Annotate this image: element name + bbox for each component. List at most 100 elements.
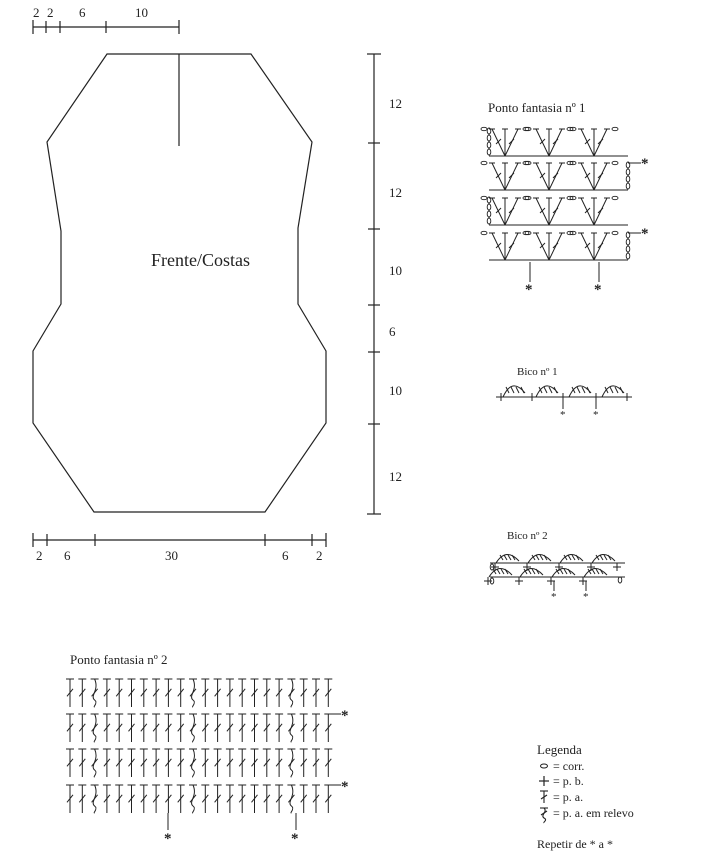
stitch-pattern-1-title: Ponto fantasia nº 1 xyxy=(488,100,586,115)
dc-symbol xyxy=(312,713,320,742)
sc-symbol xyxy=(592,393,600,401)
dc-symbol xyxy=(102,784,111,813)
dc-symbol xyxy=(152,678,161,707)
chain-symbol xyxy=(566,195,574,201)
height-scale-label: 6 xyxy=(389,324,396,339)
dc-symbol xyxy=(201,784,210,813)
sc-symbol xyxy=(484,577,492,585)
dc-symbol xyxy=(238,678,247,707)
v-stitch-group xyxy=(533,162,565,191)
dc-symbol xyxy=(176,784,185,813)
bottom-scale-label: 2 xyxy=(316,548,323,563)
dc-symbol xyxy=(225,678,234,707)
chain-symbol xyxy=(480,126,488,132)
chain-symbol xyxy=(617,576,623,584)
dc-symbol xyxy=(250,784,259,813)
repeat-marker: * xyxy=(291,831,299,847)
repeat-marker: * xyxy=(594,282,602,298)
dc-symbol xyxy=(312,678,320,707)
v-stitch-group xyxy=(489,162,521,191)
dc-symbol xyxy=(102,748,111,777)
dc-symbol xyxy=(262,784,271,813)
dc-icon xyxy=(540,790,548,803)
dc-symbol xyxy=(115,784,124,813)
dc-symbol xyxy=(238,748,247,777)
chain-symbol xyxy=(486,203,492,211)
top-scale-label: 2 xyxy=(33,5,40,20)
bottom-scale-label: 2 xyxy=(36,548,43,563)
dc-relief-symbol xyxy=(287,713,296,743)
dc-symbol xyxy=(176,748,185,777)
chain-symbol xyxy=(524,230,532,236)
chain-symbol xyxy=(566,160,574,166)
repeat-marker: * xyxy=(525,282,533,298)
height-scale xyxy=(367,53,381,515)
chain-symbol xyxy=(625,168,631,176)
stitch-chart-1: **** xyxy=(480,126,649,298)
chain-symbol xyxy=(480,195,488,201)
top-scale-label: 6 xyxy=(79,5,86,20)
chain-symbol xyxy=(486,141,492,149)
chain-symbol xyxy=(569,230,577,236)
dc-symbol xyxy=(115,748,124,777)
dc-symbol xyxy=(102,713,111,742)
v-stitch-group xyxy=(578,232,610,261)
repeat-marker: * xyxy=(641,226,649,242)
dc-symbol xyxy=(250,748,259,777)
sc-symbol xyxy=(559,393,567,401)
dc-symbol xyxy=(213,678,222,707)
dc-symbol xyxy=(201,678,210,707)
piece-label: Frente/Costas xyxy=(151,250,250,270)
bottom-scale-label: 30 xyxy=(165,548,178,563)
v-stitch-group xyxy=(578,128,610,157)
dc-symbol xyxy=(225,784,234,813)
dc-symbol xyxy=(324,713,333,742)
chain-symbol xyxy=(486,210,492,218)
v-stitch-group xyxy=(533,128,565,157)
dc-relief-symbol xyxy=(90,748,99,778)
dc-symbol xyxy=(201,713,210,742)
dc-symbol xyxy=(312,784,320,813)
dc-symbol xyxy=(213,748,222,777)
dc-relief-symbol xyxy=(287,784,296,814)
chain-symbol xyxy=(625,175,631,183)
picot-group xyxy=(583,568,608,578)
edging-2-title: Bico nº 2 xyxy=(507,530,548,542)
picot-group xyxy=(495,554,520,564)
bottom-scale-label: 6 xyxy=(64,548,71,563)
dc-symbol xyxy=(238,784,247,813)
chain-symbol xyxy=(625,231,631,239)
height-scale-label: 12 xyxy=(389,469,402,484)
dc-symbol xyxy=(78,713,87,742)
height-scale-label: 12 xyxy=(389,96,402,111)
picot-group xyxy=(519,568,544,578)
repeat-note: Repetir de * a * xyxy=(537,837,613,851)
dc-symbol xyxy=(139,748,148,777)
sc-symbol xyxy=(528,393,536,401)
dc-symbol xyxy=(152,784,161,813)
top-scale-label: 10 xyxy=(135,5,148,20)
v-stitch-group xyxy=(489,197,521,226)
dc-symbol xyxy=(115,678,124,707)
edging-1-title: Bico nº 1 xyxy=(517,366,558,378)
v-stitch-group xyxy=(533,232,565,261)
chain-symbol xyxy=(611,195,619,201)
picot-group xyxy=(568,385,592,398)
repeat-marker: * xyxy=(593,409,599,421)
picot-group xyxy=(551,568,576,578)
dc-symbol xyxy=(275,678,284,707)
sc-symbol xyxy=(613,563,621,571)
dc-symbol xyxy=(275,784,284,813)
picot-group xyxy=(601,385,625,398)
stitch-pattern-2-title: Ponto fantasia nº 2 xyxy=(70,652,168,667)
chain-symbol xyxy=(480,160,488,166)
repeat-marker: * xyxy=(341,708,349,724)
legend: Legenda = corr. = p. b. = p. a. = p. a. … xyxy=(537,742,634,851)
chain-symbol xyxy=(524,195,532,201)
dc-symbol xyxy=(164,678,173,707)
dc-symbol xyxy=(102,678,111,707)
dc-symbol xyxy=(66,748,74,777)
dc-relief-icon xyxy=(540,807,548,824)
repeat-marker: * xyxy=(560,409,566,421)
